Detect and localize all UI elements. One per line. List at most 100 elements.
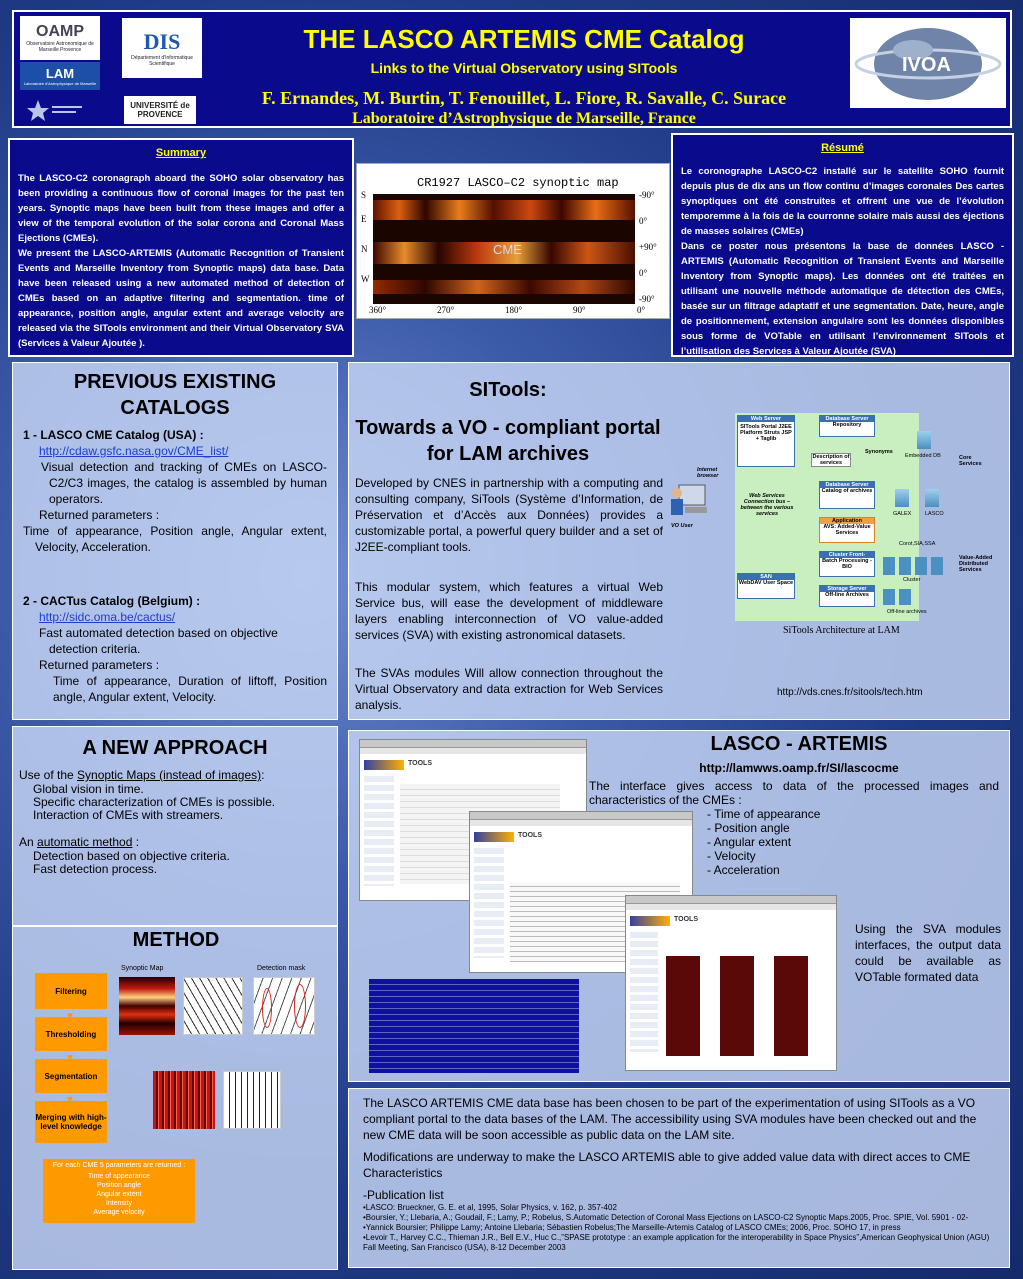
catalog-1-link[interactable]: http://cdaw.gsfc.nasa.gov/CME_list/ bbox=[39, 444, 229, 458]
method-detection-mask-image-2 bbox=[253, 977, 315, 1035]
method-synoptic-map-image-1 bbox=[119, 977, 175, 1035]
synoptic-right-tick-4: 0° bbox=[639, 268, 648, 278]
new-approach-point-2: Specific characterization of CMEs is pos… bbox=[33, 795, 276, 809]
synoptic-map-figure: CR1927 LASCO–C2 synoptic map CME S E N W… bbox=[356, 163, 670, 319]
arch-offline-icons bbox=[883, 589, 913, 605]
synoptic-right-tick-5: -90° bbox=[639, 294, 655, 304]
internet-browser-label: Internet browser bbox=[697, 467, 719, 479]
sitools-architecture-diagram: Web Server SITools Portal J2EE Platform … bbox=[669, 409, 999, 627]
previous-catalogs-panel: PREVIOUS EXISTING CATALOGS 1 - LASCO CME… bbox=[12, 362, 338, 720]
cme-label: CME bbox=[493, 242, 522, 257]
artemis-shot-3-logo: TOOLS bbox=[674, 916, 698, 923]
resume-paragraph-2: Dans ce poster nous présentons la base d… bbox=[681, 241, 1004, 357]
arch-application: Application AVS: Added-Value Services bbox=[819, 517, 875, 543]
publication-4: •Levoir T., Harvey C.C., Thieman J.R., B… bbox=[363, 1233, 990, 1252]
synoptic-left-letter-s: S bbox=[361, 190, 367, 200]
new-approach-an-line: An automatic method : bbox=[19, 835, 140, 849]
arch-synonyms: Synonyms bbox=[865, 449, 893, 455]
arch-offline-archives: Off-line archives bbox=[887, 609, 927, 615]
arch-corot: Corot,SIA,SSA bbox=[899, 541, 936, 547]
universite-provence-logo: UNIVERSITÉ de PROVENCE bbox=[124, 96, 196, 124]
lam-logo: LAM Laboratoire d'Astrophysique de Marse… bbox=[20, 62, 100, 90]
arch-embedded-db: Embedded DB bbox=[905, 453, 941, 459]
arch-core-services: Core Services bbox=[959, 455, 982, 467]
poster-affiliation: Laboratoire d’Astrophysique de Marseille… bbox=[352, 110, 696, 127]
catalog-2-description: Fast automated detection based on object… bbox=[39, 626, 278, 656]
poster-authors: F. Ernandes, M. Burtin, T. Fenouillet, L… bbox=[261, 88, 787, 108]
method-parameters-box: For each CME 5 parameters are returned :… bbox=[43, 1159, 195, 1223]
poster-subtitle: Links to the Virtual Observatory using S… bbox=[370, 60, 678, 76]
catalog-1-returned-label: Returned parameters : bbox=[39, 508, 160, 522]
arch-ws-bus: Web Services Connection bus – between th… bbox=[740, 493, 794, 517]
synoptic-right-tick-3: +90° bbox=[639, 242, 657, 252]
resume-paragraph-1: Le coronographe LASCO-C2 installé sur le… bbox=[681, 166, 1004, 237]
synoptic-left-letter-w: W bbox=[361, 274, 370, 284]
artemis-item-4: - Velocity bbox=[707, 849, 756, 863]
method-panel: METHOD Synoptic Map Detection mask Filte… bbox=[12, 926, 338, 1270]
method-param-3: Angular extent bbox=[96, 1191, 142, 1198]
poster-header: OAMP Observatoire Astronomique de Marsei… bbox=[12, 10, 1012, 128]
method-param-2: Position angle bbox=[97, 1182, 141, 1189]
artemis-shot-2-logo: TOOLS bbox=[518, 832, 542, 839]
summary-paragraph-1: The LASCO-C2 coronagraph aboard the SOHO… bbox=[18, 173, 344, 244]
new-approach-title: A NEW APPROACH bbox=[82, 737, 268, 759]
synoptic-bottom-tick-4: 90° bbox=[573, 305, 586, 315]
catalog-2-link[interactable]: http://sidc.oma.be/cactus/ bbox=[39, 610, 176, 624]
method-arrow-2: ▼ bbox=[65, 1053, 75, 1064]
method-step-thresholding: Thresholding bbox=[35, 1017, 107, 1051]
catalog-1-parameters: Time of appearance, Position angle, Angu… bbox=[23, 524, 327, 554]
artemis-intro: The interface gives access to data of th… bbox=[589, 779, 999, 807]
poster-title: THE LASCO ARTEMIS CME Catalog bbox=[303, 24, 745, 54]
catalog-1-description: Visual detection and tracking of CMEs on… bbox=[41, 460, 327, 506]
resume-panel: Résumé Le coronographe LASCO-C2 installé… bbox=[671, 133, 1014, 357]
ivoa-globe-icon bbox=[854, 28, 1002, 100]
arch-cluster-icons bbox=[883, 557, 943, 575]
synoptic-right-tick-1: -90° bbox=[639, 190, 655, 200]
arch-db-icon-1 bbox=[917, 431, 931, 449]
arch-cluster: Cluster bbox=[903, 577, 921, 583]
publication-1: •LASCO: Brueckner, G. E. et al, 1995, So… bbox=[363, 1203, 617, 1212]
sitools-subtitle: Towards a VO - compliant portal for LAM … bbox=[355, 417, 661, 465]
conclusion-paragraph-1: The LASCO ARTEMIS CME data base has been… bbox=[363, 1096, 977, 1142]
arch-lasco: LASCO bbox=[925, 511, 944, 517]
method-param-4: Intensity bbox=[105, 1200, 133, 1207]
artemis-url[interactable]: http://lamwws.oamp.fr/SI/lascocme bbox=[699, 761, 899, 775]
previous-catalogs-title: PREVIOUS EXISTING CATALOGS bbox=[73, 371, 277, 419]
artemis-screenshot-3: TOOLS bbox=[625, 895, 837, 1071]
lasco-artemis-panel: TOOLS TOOLS TOOLS LASCO - ARTEMIS http:/… bbox=[348, 730, 1010, 1082]
publication-list-title: -Publication list bbox=[363, 1188, 444, 1202]
new-approach-point-1: Global vision in time. bbox=[33, 782, 144, 796]
arch-storage-server: Storage Server Off-line Archives bbox=[819, 585, 875, 607]
sitools-panel: SITools: Towards a VO - compliant portal… bbox=[348, 362, 1010, 720]
arch-db-server-1: Database Server Repository bbox=[819, 415, 875, 437]
method-parameters-title: For each CME 5 parameters are returned : bbox=[52, 1162, 186, 1169]
method-arrow-1: ▼ bbox=[65, 1011, 75, 1022]
artemis-item-5: - Acceleration bbox=[707, 863, 780, 877]
new-approach-panel: A NEW APPROACH Use of the Synoptic Maps … bbox=[12, 726, 338, 926]
summary-title: Summary bbox=[155, 147, 207, 159]
catalog-1-title: 1 - LASCO CME Catalog (USA) : bbox=[23, 428, 204, 442]
synoptic-bottom-tick-5: 0° bbox=[637, 305, 646, 315]
artemis-item-3: - Angular extent bbox=[707, 835, 792, 849]
arch-galex: GALEX bbox=[893, 511, 912, 517]
synoptic-bottom-tick-2: 270° bbox=[437, 305, 455, 315]
synoptic-bottom-tick-3: 180° bbox=[505, 305, 523, 315]
sitools-paragraph-3: The SVAs modules Will allow connection t… bbox=[355, 666, 663, 712]
sitools-paragraph-2: This modular system, which features a vi… bbox=[355, 580, 663, 642]
method-step-merging: Merging with high-level knowledge bbox=[35, 1101, 107, 1143]
synoptic-bottom-tick-1: 360° bbox=[369, 305, 387, 315]
method-step-filtering: Filtering bbox=[35, 973, 107, 1009]
vo-user-label: VO User bbox=[671, 523, 693, 529]
arch-galex-icon bbox=[895, 489, 909, 507]
conclusion-paragraph-2: Modifications are underway to make the L… bbox=[363, 1150, 971, 1180]
artemis-shot-1-logo: TOOLS bbox=[408, 760, 432, 767]
catalog-2-parameters: Time of appearance, Duration of liftoff,… bbox=[53, 674, 327, 704]
artemis-item-1: - Time of appearance bbox=[707, 807, 821, 821]
artemis-item-2: - Position angle bbox=[707, 821, 790, 835]
architecture-url[interactable]: http://vds.cnes.fr/sitools/tech.htm bbox=[777, 687, 923, 698]
resume-title: Résumé bbox=[821, 142, 864, 154]
publication-2: •Boursier, Y.; Llebaria, A.; Goudail, F.… bbox=[363, 1213, 969, 1222]
new-approach-point-4: Detection based on objective criteria. bbox=[33, 849, 230, 863]
arch-lasco-icon bbox=[925, 489, 939, 507]
summary-paragraph-2: We present the LASCO-ARTEMIS (Automatic … bbox=[18, 248, 344, 349]
